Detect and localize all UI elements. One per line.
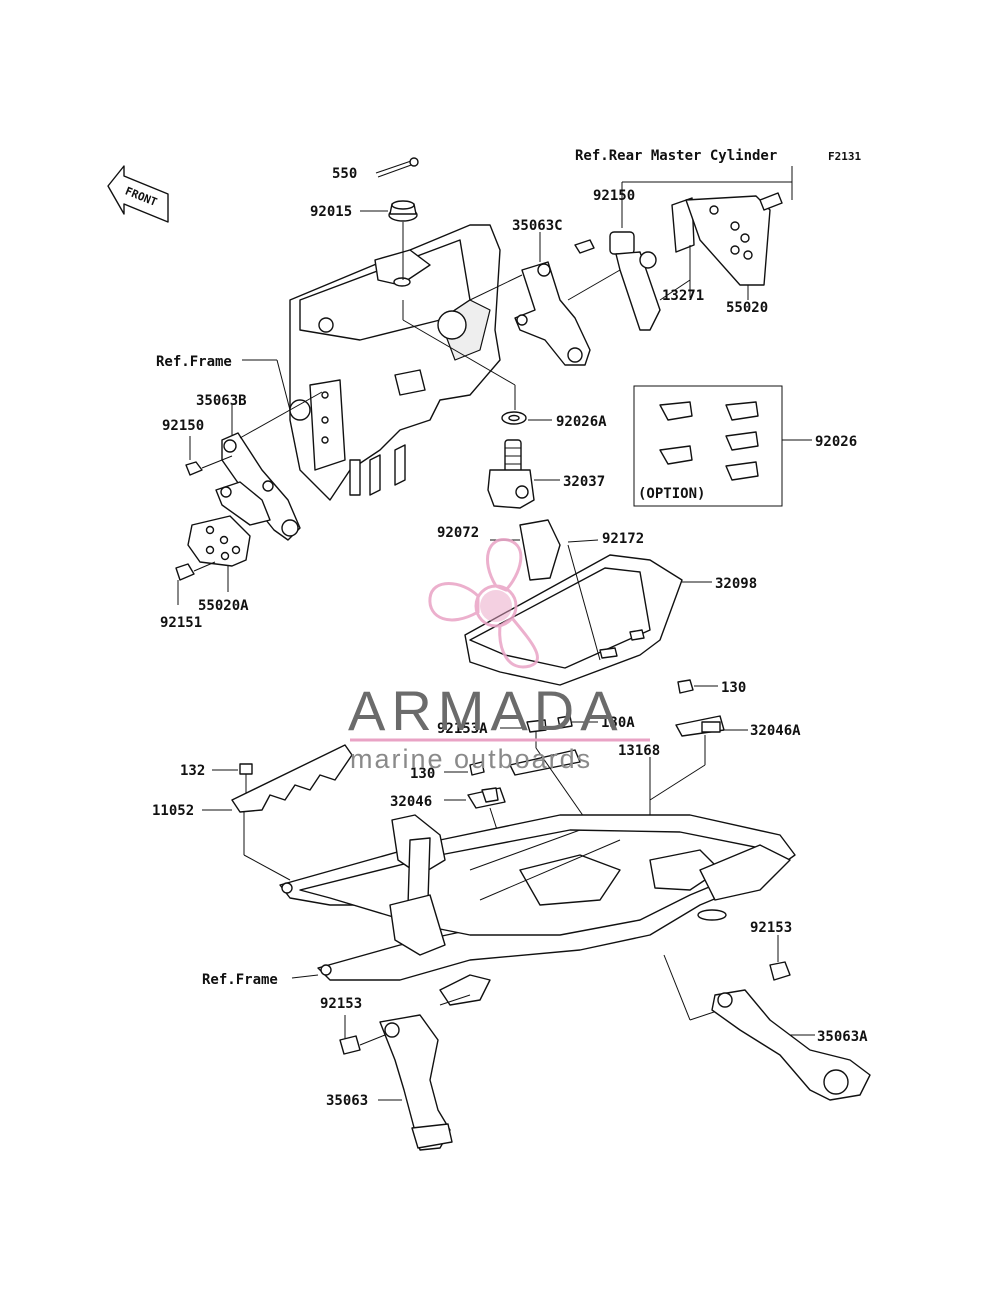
watermark-title: ARMADA bbox=[348, 679, 624, 742]
label-92151: 92151 bbox=[160, 615, 202, 631]
stopper-32037 bbox=[487, 439, 560, 509]
label-550: 550 bbox=[332, 166, 357, 182]
label-92150-left: 92150 bbox=[162, 418, 204, 434]
master-cylinder-group bbox=[567, 166, 793, 331]
label-35063C: 35063C bbox=[512, 218, 563, 234]
footpeg-plate-55020A bbox=[175, 515, 251, 605]
label-13168: 13168 bbox=[618, 743, 660, 759]
label-55020: 55020 bbox=[726, 300, 768, 316]
label-35063B: 35063B bbox=[196, 393, 247, 409]
bracket-11052 bbox=[202, 744, 353, 881]
label-92153-right: 92153 bbox=[750, 920, 792, 936]
label-35063A: 35063A bbox=[817, 1029, 868, 1045]
ref-frame-lower: Ref.Frame bbox=[202, 972, 278, 988]
label-132: 132 bbox=[180, 763, 205, 779]
label-13271: 13271 bbox=[662, 288, 704, 304]
lower-frame-illustration bbox=[279, 814, 796, 1045]
nut-92015 bbox=[360, 200, 516, 410]
label-92153-left: 92153 bbox=[320, 996, 362, 1012]
pin-550 bbox=[375, 157, 419, 178]
label-130-left: 130 bbox=[410, 766, 435, 782]
label-32037: 32037 bbox=[563, 474, 605, 490]
watermark-subtitle: marine outboards bbox=[350, 744, 592, 774]
label-32046: 32046 bbox=[390, 794, 432, 810]
label-55020A: 55020A bbox=[198, 598, 249, 614]
ref-rear-master-cylinder: Ref.Rear Master Cylinder bbox=[575, 148, 777, 164]
tray-32098 bbox=[464, 519, 712, 686]
label-92026: 92026 bbox=[815, 434, 857, 450]
bracket-35063A bbox=[711, 935, 871, 1101]
label-92015: 92015 bbox=[310, 204, 352, 220]
label-130A: 130A bbox=[601, 715, 635, 731]
propeller-logo-icon bbox=[428, 538, 539, 669]
bracket-35063C bbox=[469, 232, 595, 366]
label-11052: 11052 bbox=[152, 803, 194, 819]
label-35063: 35063 bbox=[326, 1093, 368, 1109]
label-92153A: 92153A bbox=[437, 721, 488, 737]
front-arrow-icon: FRONT bbox=[107, 165, 169, 223]
clip-group-left bbox=[444, 761, 511, 871]
label-92150-top: 92150 bbox=[593, 188, 635, 204]
clip-group-right bbox=[649, 679, 748, 820]
label-32098: 32098 bbox=[715, 576, 757, 592]
watermark: ARMADA marine outboards bbox=[348, 538, 650, 774]
label-130-right: 130 bbox=[721, 680, 746, 696]
label-32046A: 32046A bbox=[750, 723, 801, 739]
bracket-35063 bbox=[339, 994, 471, 1151]
washer-92026A bbox=[501, 411, 552, 425]
upper-frame-illustration bbox=[289, 224, 501, 501]
bolts-center bbox=[500, 715, 601, 841]
label-92072: 92072 bbox=[437, 525, 479, 541]
option-label: (OPTION) bbox=[638, 486, 705, 502]
shim-option-group-92026 bbox=[633, 385, 812, 507]
diagram-code: F2131 bbox=[828, 150, 861, 163]
bracket-35063B bbox=[185, 391, 323, 541]
label-92172: 92172 bbox=[602, 531, 644, 547]
ref-frame-upper: Ref.Frame bbox=[156, 354, 232, 370]
label-92026A: 92026A bbox=[556, 414, 607, 430]
